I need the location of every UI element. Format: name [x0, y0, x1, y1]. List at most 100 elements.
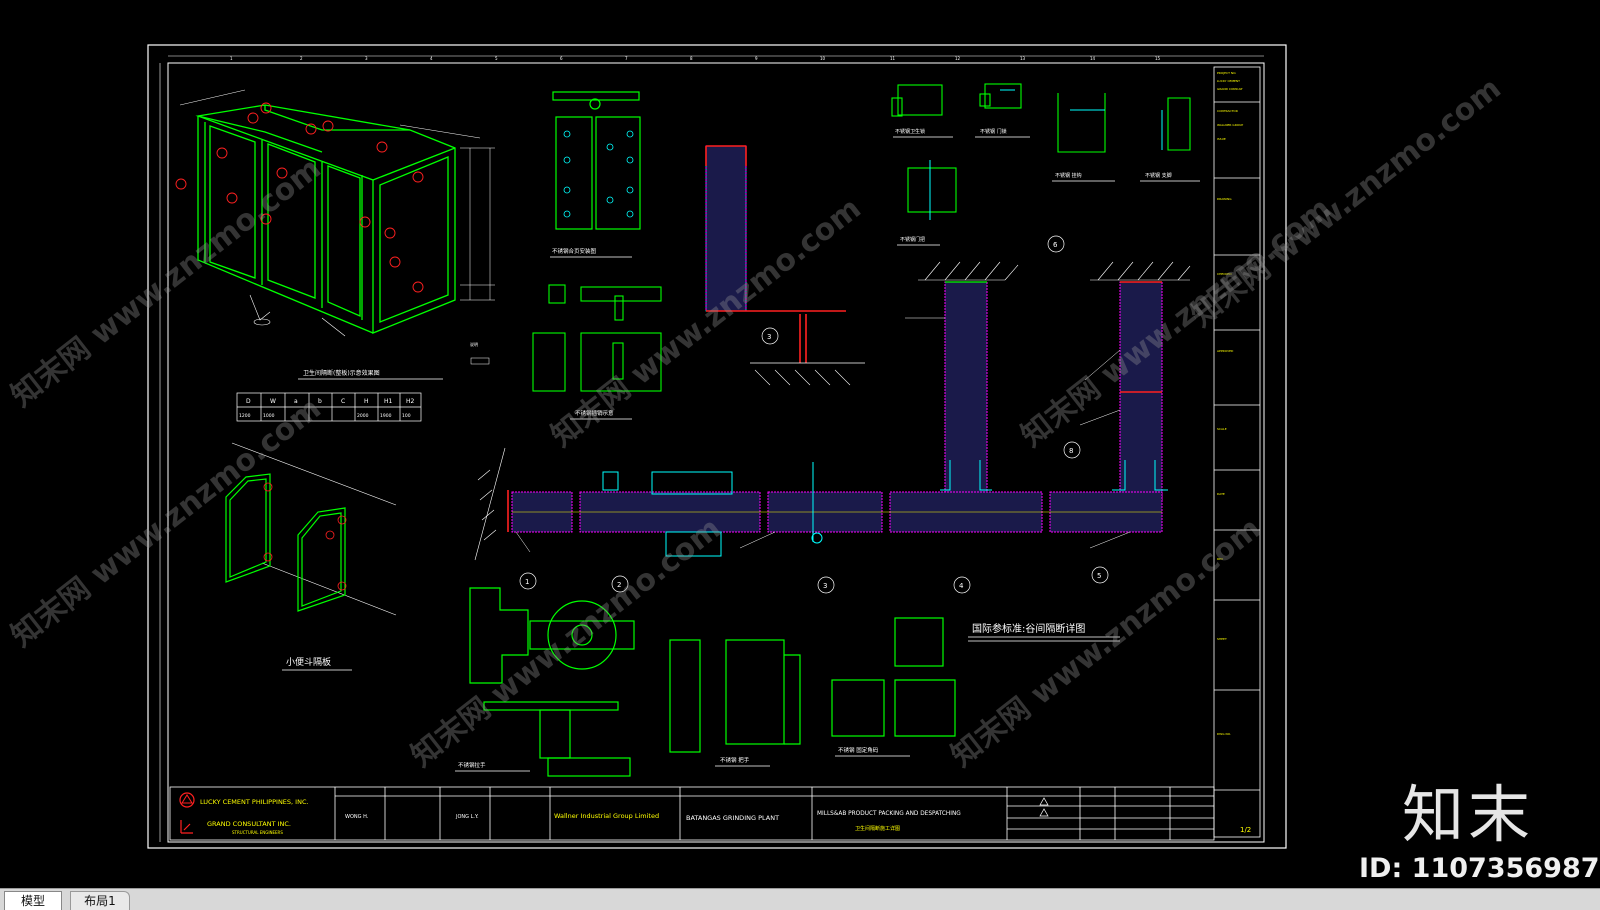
svg-text:SHEET: SHEET	[1217, 637, 1227, 641]
plant-text: BATANGAS GRINDING PLANT	[686, 814, 779, 822]
svg-text:APPROVED: APPROVED	[1217, 349, 1234, 353]
svg-text:GRAND CONSULT: GRAND CONSULT	[1217, 87, 1243, 91]
hinge-detail	[552, 91, 641, 230]
svg-text:LUCKY CEMENT: LUCKY CEMENT	[1217, 79, 1240, 83]
svg-text:10: 10	[820, 56, 826, 61]
callout-circles	[175, 102, 424, 293]
wall-section-vertical	[705, 145, 865, 364]
section-number: 6	[1053, 241, 1058, 249]
dim-value: 2000	[357, 413, 369, 419]
section-number: 3	[767, 333, 771, 341]
dim-header: b	[318, 398, 322, 405]
handle-title: 不锈钢拉手	[458, 761, 486, 769]
section-number: 2	[617, 581, 621, 589]
dim-header: H1	[384, 398, 393, 405]
company1-text: LUCKY CEMENT PHILIPPINES, INC.	[200, 798, 309, 806]
svg-text:CHECKED: CHECKED	[1217, 272, 1232, 276]
plan-section	[507, 281, 1163, 533]
sheet-outer-border	[147, 44, 1287, 849]
svg-text:不锈钢 挂钩: 不锈钢 挂钩	[1055, 172, 1082, 179]
svg-text:13: 13	[1020, 56, 1026, 61]
svg-text:CONTRACTOR: CONTRACTOR	[1217, 109, 1238, 113]
svg-text:不锈钢卫生锁: 不锈钢卫生锁	[895, 128, 925, 135]
dimension-table-text: D W a b C H H1 H2 1200 1000 2000 1900 10…	[239, 398, 415, 419]
dim-header: D	[246, 398, 251, 405]
dim-header: H	[364, 398, 369, 405]
layout-tab-bar: 模型 布局1	[0, 888, 1600, 910]
svg-text:WALLNER GROUP: WALLNER GROUP	[1217, 123, 1243, 127]
svg-text:2: 2	[300, 56, 303, 61]
title-column-text: PROJECT NO. LUCKY CEMENT GRAND CONSULT CON…	[1217, 71, 1251, 834]
svg-text:REV: REV	[1217, 557, 1224, 561]
latch-detail	[532, 284, 662, 392]
svg-text:6: 6	[560, 56, 563, 61]
svg-text:4: 4	[430, 56, 433, 61]
svg-text:8: 8	[690, 56, 693, 61]
dim-value: 100	[402, 413, 411, 419]
svg-text:11: 11	[890, 56, 896, 61]
svg-text:ISSUE: ISSUE	[1217, 137, 1226, 141]
svg-text:12: 12	[955, 56, 961, 61]
contractor-text: Wallner Industrial Group Limited	[554, 812, 659, 820]
sheet-inner-border	[167, 62, 1265, 843]
svg-text:15: 15	[1155, 56, 1161, 61]
bracket-title: 不锈钢 固定角码	[838, 746, 879, 754]
toilet-cubicle-3d	[195, 104, 456, 334]
section-number: 5	[1097, 572, 1101, 580]
svg-text:3: 3	[365, 56, 368, 61]
section-number: 4	[959, 582, 964, 590]
svg-text:说明: 说明	[470, 341, 478, 347]
urinal-partition	[225, 473, 346, 612]
company2-text: GRAND CONSULTANT INC.	[207, 820, 291, 828]
title-column	[1213, 66, 1261, 838]
checked-by-text: JONG L.Y.	[455, 814, 479, 820]
svg-text:不锈钢 支脚: 不锈钢 支脚	[1145, 172, 1172, 179]
dim-value: 1000	[263, 413, 275, 419]
dim-header: H2	[406, 398, 415, 405]
watermark-id: ID: 1107356987	[1359, 853, 1600, 884]
svg-text:1: 1	[230, 56, 233, 61]
ground-hatch	[474, 261, 1191, 561]
svg-text:5: 5	[495, 56, 498, 61]
fitting-details	[891, 83, 1191, 213]
latch-title: 不锈钢插销示意	[575, 409, 614, 417]
svg-text:不锈钢门把: 不锈钢门把	[900, 236, 925, 243]
svg-text:1/2: 1/2	[1240, 826, 1251, 834]
dim-header: W	[270, 398, 276, 405]
svg-text:DWG NO.: DWG NO.	[1217, 732, 1231, 736]
company2-sub-text: STRUCTURAL ENGINEERS	[232, 830, 283, 835]
toilet-partition-title: 卫生间隔断(整板)示意效果图	[303, 369, 380, 377]
section-number: 8	[1069, 447, 1073, 455]
dim-header: a	[294, 398, 298, 405]
hinge-title: 不锈钢合页安装图	[552, 247, 597, 255]
handle-detail	[469, 587, 956, 777]
svg-text:SCALE: SCALE	[1217, 427, 1227, 431]
dim-header: C	[341, 398, 345, 405]
plan-fittings	[602, 460, 1168, 557]
company-logos	[179, 792, 195, 834]
svg-text:14: 14	[1090, 56, 1096, 61]
section-number: 1	[525, 578, 529, 586]
title-block	[169, 786, 1215, 841]
dimension-table	[236, 392, 422, 422]
svg-text:DRAWING: DRAWING	[1217, 197, 1232, 201]
urinal-partition-title: 小便斗隔板	[286, 656, 331, 668]
drawn-by-text: WONG H.	[345, 814, 369, 820]
watermark-logo: 知末	[1402, 778, 1535, 851]
tab-model[interactable]: 模型	[4, 891, 62, 910]
svg-text:9: 9	[755, 56, 758, 61]
floor-detail-title: 国际参标准:谷间隔断详图	[972, 622, 1085, 635]
dim-value: 1200	[239, 413, 251, 419]
section-number: 3	[823, 582, 827, 590]
svg-text:不锈钢 把手: 不锈钢 把手	[720, 756, 750, 764]
svg-text:卫生间隔断施工详图: 卫生间隔断施工详图	[855, 825, 900, 832]
dim-value: 1900	[380, 413, 392, 419]
svg-text:PROJECT NO.: PROJECT NO.	[1217, 71, 1236, 75]
svg-text:7: 7	[625, 56, 628, 61]
svg-text:DATE: DATE	[1217, 492, 1225, 496]
project-text: MILLS&AB PRODUCT PACKING AND DESPATCHING	[817, 811, 961, 817]
tab-layout1[interactable]: 布局1	[70, 891, 130, 910]
